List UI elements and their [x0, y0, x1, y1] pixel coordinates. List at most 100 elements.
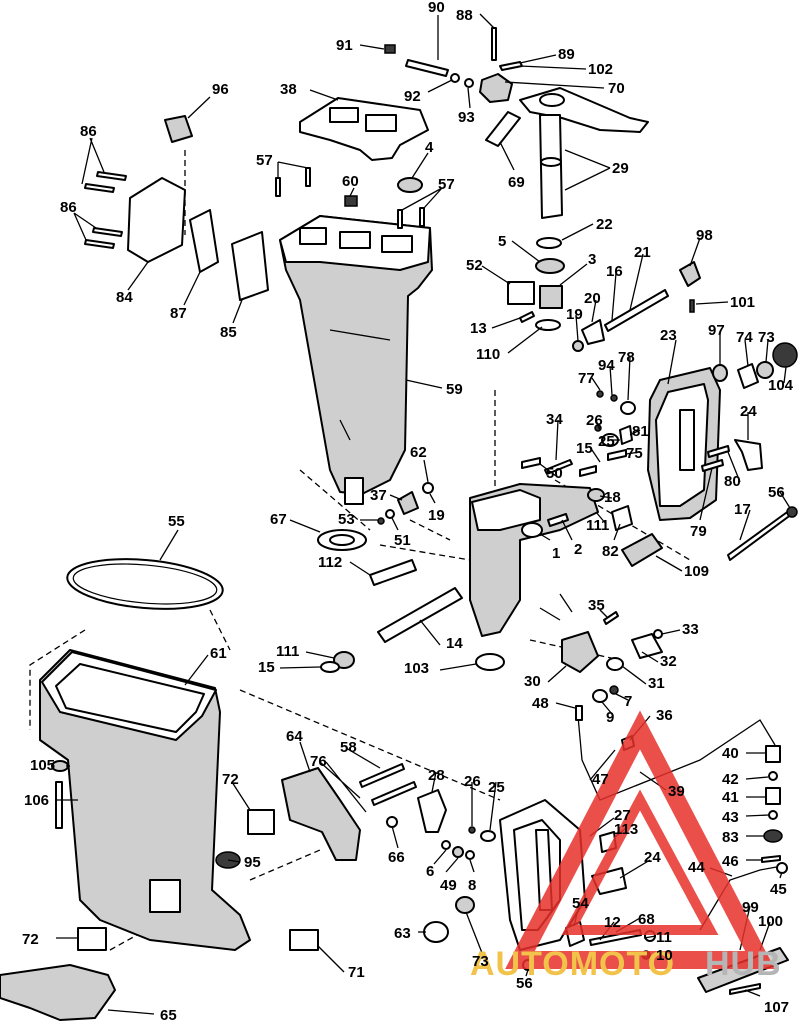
callout-24-low: 24 — [644, 849, 661, 866]
callout-27: 27 — [614, 807, 631, 824]
callout-110: 110 — [476, 346, 500, 363]
washer-33 — [653, 629, 663, 639]
seal-5 — [535, 258, 565, 274]
callout-111-mid: 111 — [276, 643, 299, 660]
callout-31: 31 — [648, 675, 665, 692]
nut-49 — [452, 846, 464, 858]
callout-111-top: 111 — [586, 517, 609, 534]
bracket-32 — [631, 633, 663, 659]
callout-75: 75 — [626, 445, 643, 462]
callout-104: 104 — [768, 377, 794, 394]
washer-22 — [536, 237, 562, 249]
callout-60: 60 — [342, 173, 359, 190]
callout-37: 37 — [370, 487, 387, 504]
callout-65: 65 — [160, 1007, 177, 1024]
throttle-lever-30 — [539, 593, 599, 673]
callout-51: 51 — [394, 532, 411, 549]
washer-8 — [465, 850, 475, 860]
washer-51 — [385, 509, 395, 519]
callout-78: 78 — [618, 349, 635, 366]
grommet-83 — [763, 829, 783, 843]
callout-35: 35 — [588, 597, 605, 614]
callout-19-top: 19 — [566, 306, 583, 323]
callout-17: 17 — [734, 501, 751, 518]
bushing-103 — [475, 653, 505, 671]
callout-73-low: 73 — [472, 953, 489, 970]
screw-75 — [607, 449, 627, 461]
bracket-70 — [479, 73, 513, 103]
callout-66: 66 — [388, 849, 405, 866]
lever-74 — [737, 363, 759, 389]
callout-68: 68 — [638, 911, 655, 928]
seal-67-inner — [329, 534, 355, 546]
block-37 — [397, 491, 419, 515]
cable-39 — [577, 715, 776, 801]
callout-79: 79 — [690, 523, 707, 540]
watermark-triangle-icon — [505, 710, 775, 969]
callout-84: 84 — [116, 289, 133, 306]
adapter-plate-38 — [299, 97, 429, 161]
callout-3: 3 — [588, 251, 596, 268]
callout-11: 11 — [656, 929, 672, 946]
watermark-logo: AUTOMOTO HUB — [470, 710, 781, 983]
callout-96: 96 — [212, 81, 229, 98]
callout-50: 50 — [546, 465, 563, 482]
nut-19 — [572, 340, 584, 352]
callout-57-left: 57 — [256, 152, 273, 169]
callout-15-mid: 15 — [258, 659, 275, 676]
skid-plate-65 — [0, 964, 116, 1021]
callout-57-right: 57 — [438, 176, 455, 193]
washer-43 — [768, 810, 778, 820]
callout-6: 6 — [426, 863, 434, 880]
washer-42 — [768, 771, 778, 781]
callout-77: 77 — [578, 370, 595, 387]
callout-26-top: 26 — [586, 412, 603, 429]
handle-24 — [734, 439, 763, 471]
washer-62 — [422, 482, 434, 494]
callout-113: 113 — [614, 821, 638, 838]
callout-46: 46 — [722, 853, 739, 870]
bushing-18 — [587, 488, 605, 502]
plate-38-window — [329, 107, 359, 123]
callout-89: 89 — [558, 46, 575, 63]
callout-53: 53 — [338, 511, 355, 528]
gasket-87 — [189, 209, 219, 273]
callout-95: 95 — [244, 854, 261, 871]
callout-26-low: 26 — [464, 773, 481, 790]
cable-end-48 — [575, 705, 583, 721]
callout-42: 42 — [722, 771, 739, 788]
spacer-41 — [765, 787, 781, 805]
bolt-90 — [405, 59, 449, 77]
callout-33: 33 — [682, 621, 699, 638]
callout-70: 70 — [608, 80, 625, 97]
callout-23: 23 — [660, 327, 677, 344]
wire-44 — [699, 865, 783, 931]
callout-106: 106 — [24, 792, 49, 809]
bolts-58 — [359, 763, 417, 806]
callout-99: 99 — [742, 899, 759, 916]
callout-58: 58 — [340, 739, 357, 756]
pin-35 — [603, 611, 619, 625]
callout-44: 44 — [688, 859, 705, 876]
callout-30: 30 — [524, 673, 541, 690]
callout-74: 74 — [736, 329, 753, 346]
callout-73-top: 73 — [758, 329, 775, 346]
clip-50 — [521, 457, 541, 469]
callout-91: 91 — [336, 37, 353, 54]
callout-13: 13 — [470, 320, 487, 337]
callout-105: 105 — [30, 757, 55, 774]
callout-67: 67 — [270, 511, 287, 528]
nut-73 — [756, 361, 774, 379]
block-71 — [289, 929, 319, 951]
clip-45 — [776, 862, 788, 874]
pin-2 — [547, 513, 569, 527]
clip-89 — [499, 61, 523, 71]
callout-43: 43 — [722, 809, 739, 826]
callout-80: 80 — [724, 473, 741, 490]
callout-94: 94 — [598, 357, 615, 374]
screw-46 — [761, 855, 781, 863]
washer-6 — [441, 840, 451, 850]
bushing-63 — [423, 921, 449, 943]
pad-72 — [247, 809, 275, 835]
callout-1: 1 — [552, 545, 560, 562]
